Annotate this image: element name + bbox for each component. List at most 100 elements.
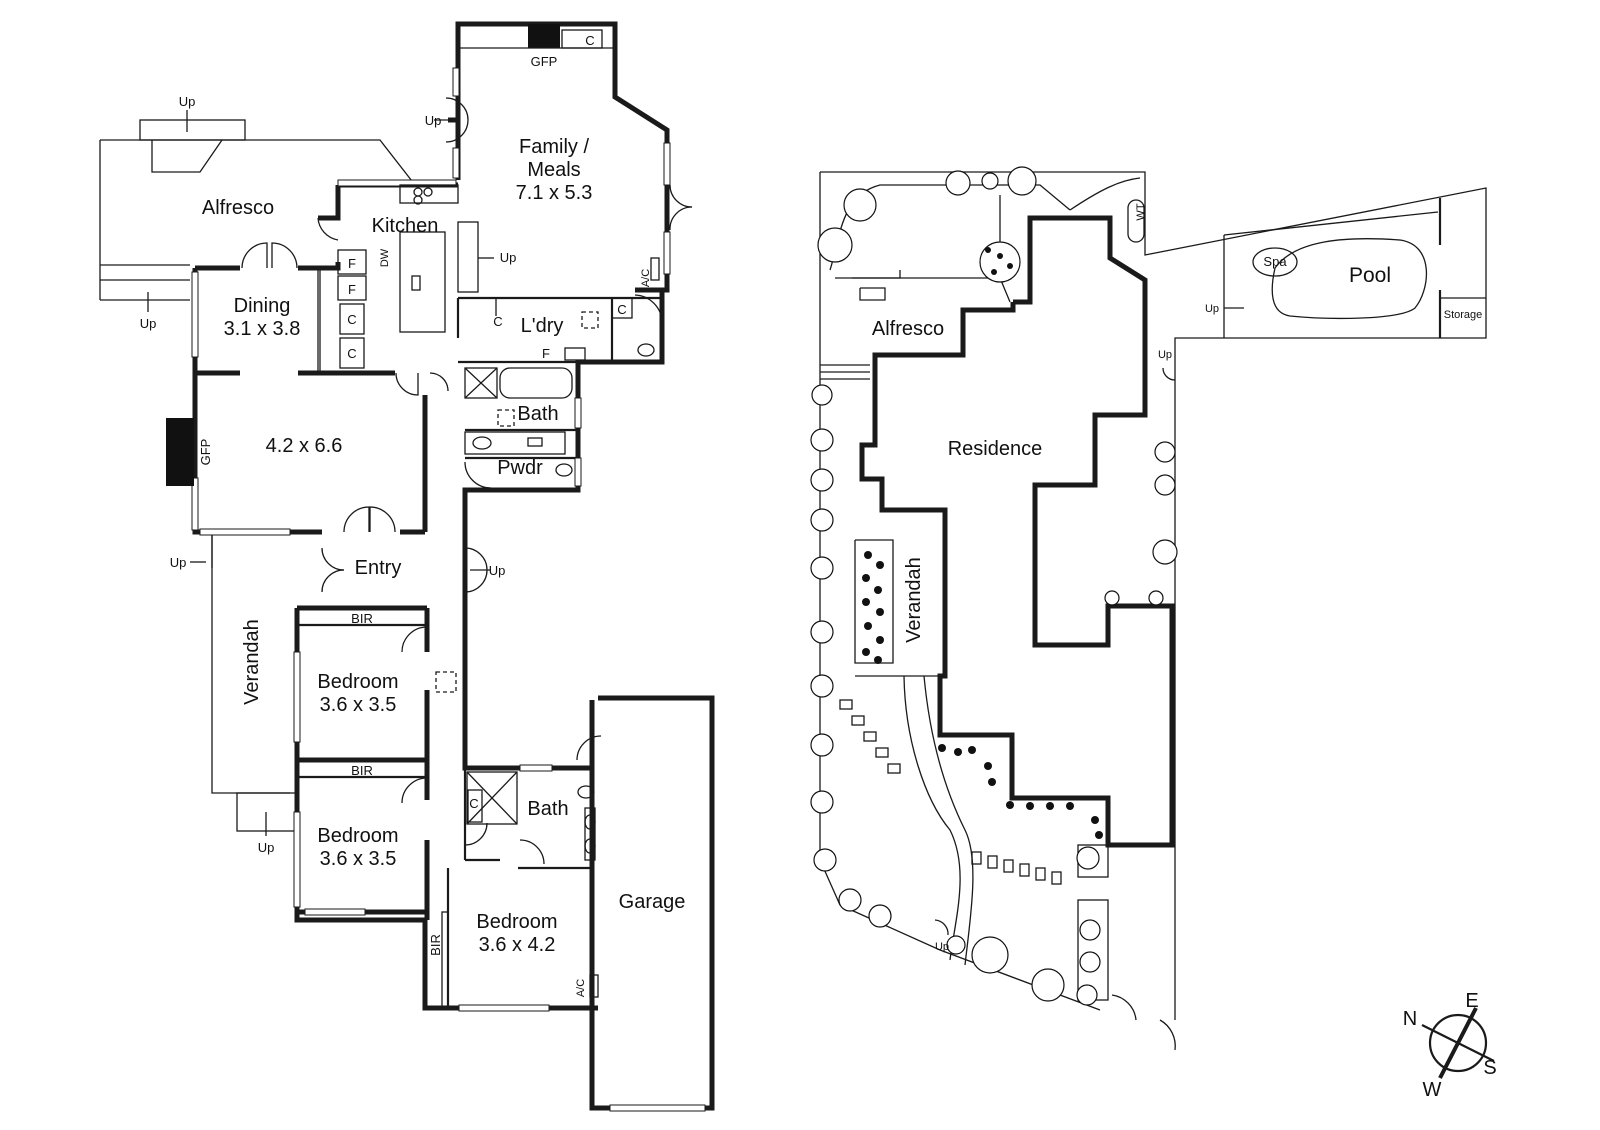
cupboard-label-k1: C	[347, 312, 356, 327]
compass-south: S	[1483, 1057, 1496, 1079]
tree-icon	[810, 620, 834, 644]
powder-label: Pwdr	[497, 457, 543, 479]
windows	[191, 67, 706, 1112]
up-label-kitchen: Up	[500, 250, 517, 265]
cupboard-label-laundry: C	[493, 314, 502, 329]
fridge-label-1: F	[348, 256, 356, 271]
exterior-walls	[192, 21, 715, 1111]
kitchen-label: Kitchen	[372, 215, 439, 237]
pool-label: Pool	[1349, 264, 1391, 287]
dishwasher-label: DW	[379, 248, 391, 267]
up-label-verandah: Up	[170, 555, 187, 570]
living-size: 4.2 x 6.6	[266, 435, 343, 457]
garage-label: Garage	[619, 891, 686, 913]
tree-icon	[810, 733, 834, 757]
dining-size: 3.1 x 3.8	[224, 318, 301, 340]
tree-icon	[971, 936, 1009, 974]
entry-label: Entry	[355, 557, 402, 579]
site-up-label-south: Up	[935, 941, 949, 953]
trees	[810, 166, 1178, 1006]
family-meals-size: 7.1 x 5.3	[516, 182, 593, 204]
tree-icon	[838, 888, 862, 912]
bedroom2-label: Bedroom	[317, 825, 398, 847]
dining-label: Dining	[234, 295, 291, 317]
pool-area	[1224, 198, 1486, 338]
tree-icon	[868, 904, 892, 928]
interior-partitions	[297, 268, 662, 1008]
tree-icon	[810, 790, 834, 814]
compass-east: E	[1465, 990, 1478, 1012]
cupboard-label-k2: C	[347, 346, 356, 361]
spa-label: Spa	[1263, 254, 1287, 269]
fridge-label-laundry: F	[542, 346, 550, 361]
site-residence-label: Residence	[948, 438, 1043, 460]
site-up-label-pool: Up	[1205, 303, 1219, 315]
stepping-stones	[839, 699, 1062, 885]
ensuite-bath-label: Bath	[527, 798, 568, 820]
up-label-verandah-bottom: Up	[258, 840, 275, 855]
cupboard-label-ensuite: C	[469, 796, 478, 811]
tree-icon	[1148, 590, 1164, 606]
bir-label-2: BIR	[351, 763, 373, 778]
gfp-label-living: GFP	[198, 439, 213, 466]
family-meals-label: Family /	[519, 136, 589, 158]
cupboard-label-family: C	[585, 33, 594, 48]
bedroom1-label: Bedroom	[317, 671, 398, 693]
up-label-alfresco-top: Up	[179, 94, 196, 109]
wt-label: WT	[1135, 203, 1147, 220]
site-alfresco-label: Alfresco	[872, 318, 944, 340]
family-meals-label-2: Meals	[527, 159, 580, 181]
tree-icon	[1031, 968, 1065, 1002]
tree-icon	[1154, 441, 1176, 463]
tree-icon	[810, 674, 834, 698]
tree-icon	[945, 170, 971, 196]
tree-icon	[1079, 951, 1101, 973]
shrubs	[862, 247, 1103, 839]
bath-label: Bath	[517, 403, 558, 425]
bedroom3-size: 3.6 x 4.2	[479, 934, 556, 956]
compass-rose: N E S W	[1403, 990, 1497, 1101]
tree-icon	[1152, 539, 1178, 565]
tree-icon	[813, 848, 837, 872]
tree-icon	[810, 508, 834, 532]
site-gates	[934, 367, 1176, 1051]
tree-icon	[946, 935, 966, 955]
tree-icon	[1076, 846, 1100, 870]
bedroom1-size: 3.6 x 3.5	[320, 694, 397, 716]
tree-icon	[810, 556, 834, 580]
compass-west: W	[1423, 1079, 1442, 1101]
ac-label-family: A/C	[640, 269, 652, 287]
tree-icon	[981, 172, 999, 190]
house-floor-plan: Family / Meals 7.1 x 5.3 Kitchen Alfresc…	[99, 21, 715, 1112]
tree-icon	[1007, 166, 1037, 196]
site-plan: Alfresco Residence Verandah Spa Pool Sto…	[810, 166, 1487, 1051]
ac-label-bedroom: A/C	[575, 979, 587, 997]
alfresco-label: Alfresco	[202, 197, 274, 219]
fixture-labels: GFP C GFP F F C C DW C C F A/C C A/C Up …	[140, 33, 652, 997]
tree-icon	[810, 428, 834, 452]
garden-paths	[854, 539, 1109, 1001]
tree-icon	[1154, 474, 1176, 496]
site-alfresco	[820, 195, 1011, 380]
fridge-label-2: F	[348, 282, 356, 297]
compass-north: N	[1403, 1008, 1417, 1030]
tree-icon	[810, 468, 834, 492]
bir-label-1: BIR	[351, 611, 373, 626]
tree-icon	[843, 188, 877, 222]
compass-icon	[1428, 1013, 1488, 1073]
bedroom2-size: 3.6 x 3.5	[320, 848, 397, 870]
tree-icon	[817, 227, 853, 263]
up-label-entry-side: Up	[489, 563, 506, 578]
door-swings	[241, 97, 693, 865]
tree-icon	[1079, 919, 1101, 941]
residence-outline	[859, 215, 1175, 848]
gfp-label-family: GFP	[531, 54, 558, 69]
tree-icon	[1076, 984, 1098, 1006]
site-up-label-east: Up	[1158, 349, 1172, 361]
bir-label-3: BIR	[428, 934, 443, 956]
room-labels: Family / Meals 7.1 x 5.3 Kitchen Alfresc…	[202, 136, 685, 956]
storage-label: Storage	[1444, 309, 1483, 321]
bedroom3-label: Bedroom	[476, 911, 557, 933]
laundry-label: L'dry	[521, 315, 564, 337]
